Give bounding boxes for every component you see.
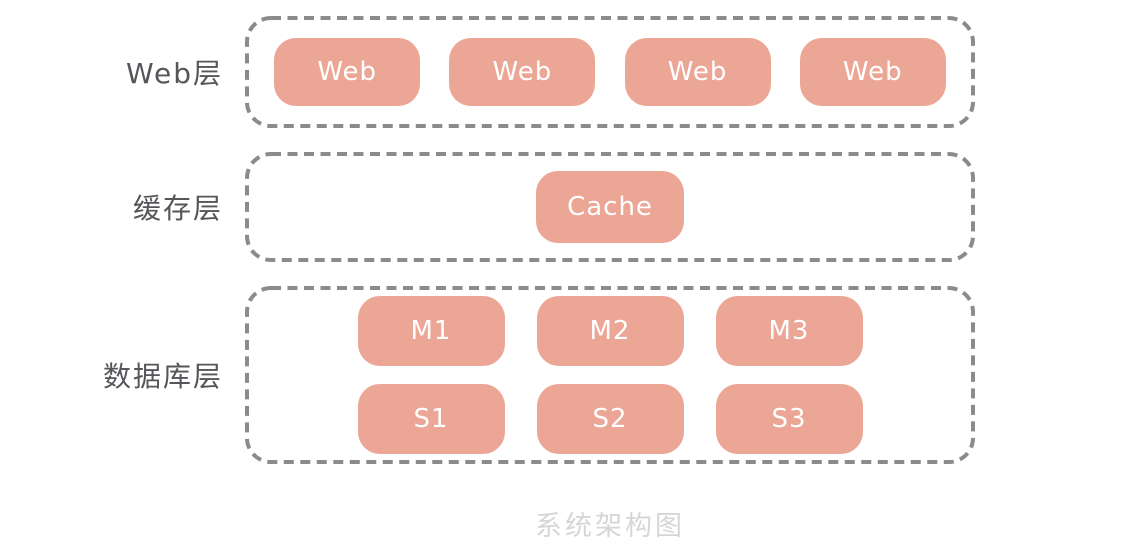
- diagram-title: 系统架构图: [535, 511, 685, 542]
- node-web-4: Web: [799, 38, 946, 106]
- layer-label-web: Web层: [125, 57, 223, 90]
- node-web-3: Web: [624, 38, 771, 106]
- node-master-m3: M3: [715, 296, 863, 366]
- node-slave-s2: S2: [536, 384, 684, 454]
- cache-node-row: Cache: [245, 152, 975, 262]
- layer-container-database: M1 M2 M3 S1 S2 S3: [245, 286, 975, 464]
- database-node-grid: M1 M2 M3 S1 S2 S3: [245, 286, 975, 464]
- node-slave-s3: S3: [715, 384, 863, 454]
- database-master-row: M1 M2 M3: [357, 296, 863, 366]
- layer-container-web: Web Web Web Web: [245, 16, 975, 128]
- node-cache: Cache: [536, 171, 684, 243]
- layer-container-cache: Cache: [245, 152, 975, 262]
- node-web-2: Web: [449, 38, 596, 106]
- layer-label-cache: 缓存层: [132, 192, 223, 225]
- node-web-1: Web: [274, 38, 421, 106]
- node-master-m2: M2: [536, 296, 684, 366]
- node-slave-s1: S1: [357, 384, 505, 454]
- layer-label-database: 数据库层: [102, 360, 223, 393]
- web-node-row: Web Web Web Web: [245, 16, 975, 128]
- node-master-m1: M1: [357, 296, 505, 366]
- database-slave-row: S1 S2 S3: [357, 384, 863, 454]
